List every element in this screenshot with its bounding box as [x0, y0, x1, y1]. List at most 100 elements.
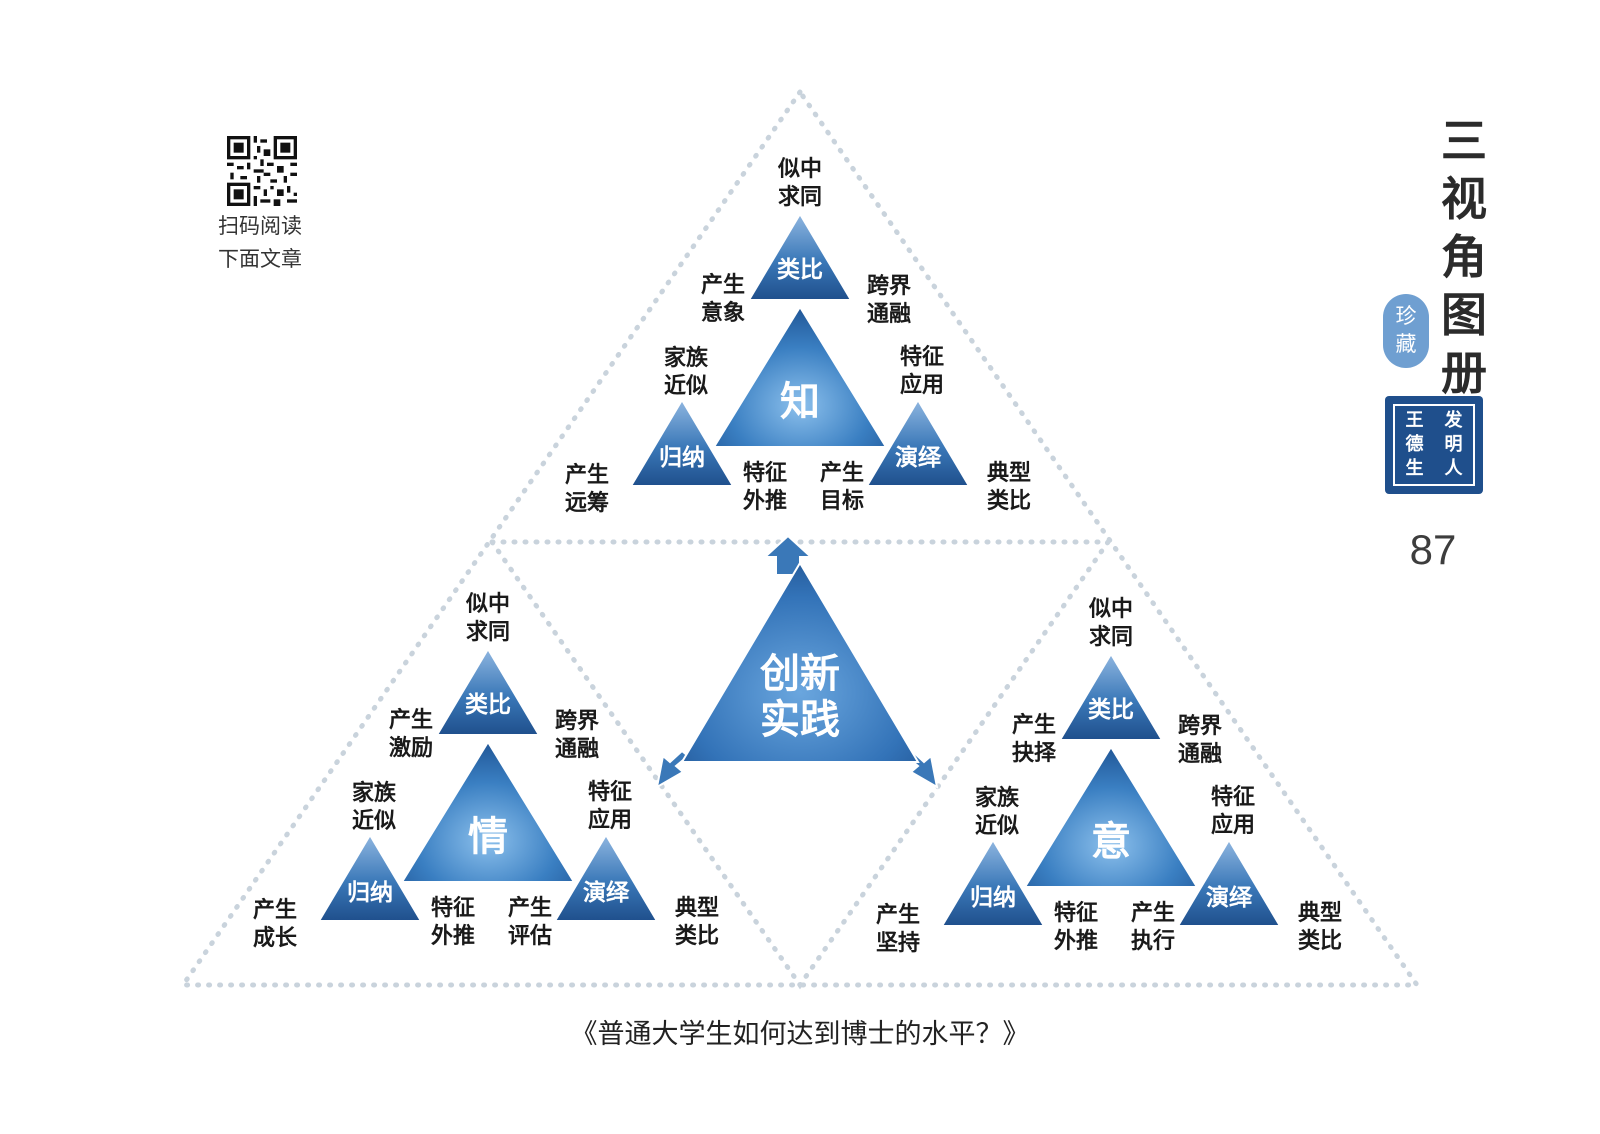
collector-stamp-char: 珍 — [1395, 304, 1417, 328]
label-mid-left-line1: 家族 — [975, 785, 1020, 811]
seal-char: 王 — [1405, 410, 1424, 431]
label-low-right-line1: 典型 — [987, 460, 1031, 486]
label-mid-right-line1: 特征 — [588, 779, 632, 805]
label-low-mid-right-line1: 产生 — [820, 460, 864, 486]
label-low-right-line2: 类比 — [675, 923, 719, 949]
qr-caption: 扫码阅读 下面文章 — [205, 210, 315, 276]
center-label-line1: 创新 — [760, 651, 840, 697]
book-title-char: 角 — [1441, 230, 1487, 284]
induction-triangle — [940, 838, 1046, 927]
label-low-mid-right-line2: 执行 — [1131, 928, 1175, 954]
main-triangle — [1023, 745, 1199, 888]
analogy-label: 类比 — [1088, 697, 1134, 723]
label-low-left-line1: 产生 — [876, 902, 920, 928]
main-triangle — [400, 740, 576, 883]
label-low-mid-right-line2: 目标 — [820, 488, 864, 514]
figure-caption: 《普通大学生如何达到博士的水平？》 — [570, 1019, 1030, 1050]
main-label: 情 — [468, 814, 508, 860]
label-mid-left-line1: 家族 — [352, 780, 397, 806]
deduction-triangle — [1176, 838, 1282, 927]
seal-char: 生 — [1405, 458, 1424, 479]
deduction-label: 演绎 — [583, 879, 630, 906]
author-seal-frame: 发 明 人 王 德 生 — [1393, 404, 1475, 486]
arrow-down-left-icon — [655, 749, 690, 789]
label-mid-left-line2: 近似 — [352, 808, 396, 834]
label-low-left-line2: 成长 — [253, 925, 298, 951]
label-low-left-line2: 远筹 — [565, 490, 609, 516]
qr-caption-line2: 下面文章 — [218, 247, 302, 271]
label-upper-left-line2: 激励 — [389, 735, 433, 761]
groups-layer: 知类比归纳演绎似中求同产生意象跨界通融家族近似特征应用产生远筹特征外推产生目标典… — [253, 156, 1342, 956]
center-triangle — [680, 561, 920, 763]
label-top-line1: 似中 — [1088, 596, 1133, 622]
author-seal-col-right: 发 明 人 — [1445, 409, 1463, 481]
author-seal: 发 明 人 王 德 生 — [1385, 396, 1483, 494]
book-title-char: 册 — [1441, 346, 1487, 400]
qr-code — [227, 136, 297, 206]
page-number: 87 — [1409, 526, 1457, 573]
induction-triangle — [629, 398, 735, 487]
collector-stamp: 珍 藏 — [1383, 294, 1429, 368]
label-top-line2: 求同 — [778, 184, 822, 210]
outer-frame-triangle — [178, 87, 1422, 988]
label-upper-left-line1: 产生 — [1012, 712, 1056, 738]
label-upper-right-line2: 通融 — [867, 301, 911, 327]
deduction-triangle — [865, 398, 971, 487]
label-low-mid-right-line2: 评估 — [508, 923, 552, 949]
analogy-triangle — [435, 647, 541, 736]
label-upper-right-line1: 跨界 — [1178, 713, 1222, 739]
label-top-line2: 求同 — [1089, 624, 1133, 650]
deduction-label: 演绎 — [895, 444, 942, 471]
label-low-left-line1: 产生 — [565, 462, 609, 488]
label-mid-left-line1: 家族 — [664, 345, 709, 371]
label-low-left-line2: 坚持 — [876, 930, 920, 956]
label-low-mid-left-line1: 特征 — [431, 895, 475, 921]
label-upper-left-line2: 抉择 — [1012, 740, 1057, 766]
label-upper-right-line2: 通融 — [1178, 741, 1222, 767]
label-low-mid-left-line2: 外推 — [431, 923, 475, 949]
label-low-mid-left-line1: 特征 — [1054, 900, 1098, 926]
cluster-yi: 意类比归纳演绎似中求同产生抉择跨界通融家族近似特征应用产生坚持特征外推产生执行典… — [876, 596, 1342, 956]
inner-frame-triangle — [487, 539, 1113, 990]
analogy-label: 类比 — [465, 692, 511, 718]
label-low-mid-right-line1: 产生 — [1131, 900, 1175, 926]
seal-char: 德 — [1405, 434, 1424, 455]
label-upper-left-line2: 意象 — [701, 300, 745, 326]
induction-label: 归纳 — [659, 444, 705, 471]
induction-triangle — [317, 833, 423, 922]
label-top-line1: 似中 — [465, 591, 510, 617]
label-low-mid-left-line2: 外推 — [1054, 928, 1098, 954]
book-title-char: 视 — [1441, 172, 1487, 226]
analogy-triangle — [747, 212, 853, 301]
seal-char: 明 — [1444, 434, 1463, 455]
label-low-mid-right-line1: 产生 — [508, 895, 552, 921]
qr-caption-line1: 扫码阅读 — [218, 214, 302, 238]
label-low-right-line1: 典型 — [675, 895, 719, 921]
label-low-right-line1: 典型 — [1298, 900, 1342, 926]
analogy-triangle — [1058, 652, 1164, 741]
label-low-left-line1: 产生 — [253, 897, 297, 923]
seal-char: 发 — [1444, 410, 1463, 431]
label-mid-right-line2: 应用 — [588, 807, 632, 833]
label-top-line1: 似中 — [777, 156, 822, 182]
induction-label: 归纳 — [970, 884, 1016, 911]
main-label: 知 — [780, 379, 820, 425]
author-seal-col-left: 王 德 生 — [1406, 409, 1424, 481]
main-triangle — [712, 305, 888, 448]
label-upper-right-line2: 通融 — [555, 736, 599, 762]
label-mid-right-line1: 特征 — [1211, 784, 1255, 810]
center-label-line2: 实践 — [760, 697, 840, 743]
analogy-label: 类比 — [777, 257, 823, 283]
book-title-char: 图 — [1441, 288, 1487, 342]
induction-label: 归纳 — [347, 879, 393, 906]
label-low-mid-left-line1: 特征 — [743, 460, 787, 486]
label-low-right-line2: 类比 — [1298, 928, 1342, 954]
label-top-line2: 求同 — [466, 619, 510, 645]
deduction-label: 演绎 — [1206, 884, 1253, 911]
cluster-zhi: 知类比归纳演绎似中求同产生意象跨界通融家族近似特征应用产生远筹特征外推产生目标典… — [565, 156, 1031, 516]
label-mid-right-line2: 应用 — [1211, 812, 1255, 838]
label-low-right-line2: 类比 — [987, 488, 1031, 514]
label-mid-right-line1: 特征 — [900, 344, 944, 370]
label-mid-left-line2: 近似 — [664, 373, 708, 399]
